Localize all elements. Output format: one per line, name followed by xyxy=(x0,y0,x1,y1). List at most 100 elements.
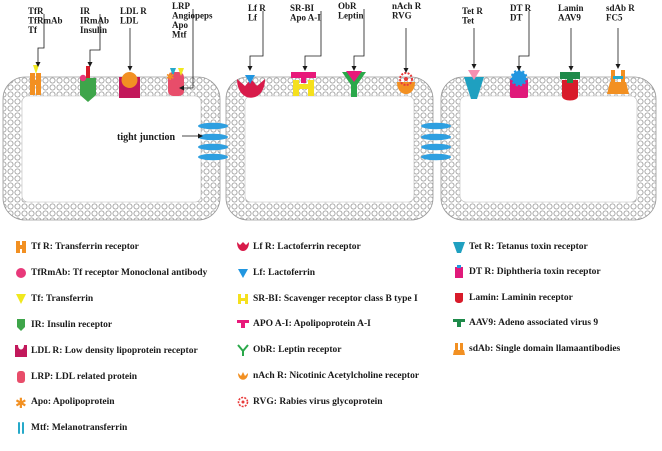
legend-entry: Mtf: Melanotransferrin xyxy=(31,423,128,434)
legend-entry: DT R: Diphtheria toxin receptor xyxy=(469,267,601,278)
receptor-label-line: nAch R xyxy=(392,1,422,11)
receptor-label-line: sdAb R xyxy=(606,3,635,13)
receptor-label-line: DT xyxy=(510,13,523,23)
legend-tetr-icon xyxy=(452,240,466,254)
legend-lrp-icon xyxy=(14,370,28,384)
receptor-tfr xyxy=(30,65,41,95)
legend-rvg-icon xyxy=(236,395,250,409)
legend-tri-icon xyxy=(14,292,28,306)
legend-entry: nAch R: Nicotinic Acetylcholine receptor xyxy=(253,371,420,381)
legend-srbi-icon xyxy=(236,292,250,306)
receptor-ldl xyxy=(119,72,140,98)
receptor-label-line: LDL R xyxy=(120,6,147,16)
receptor-label-line: RVG xyxy=(392,11,412,21)
bbb-diagram: tight junction ✱ xyxy=(2,1,657,221)
pointer-line xyxy=(37,14,45,66)
receptor-label-line: IRmAb xyxy=(80,16,109,26)
pointer-arrow xyxy=(351,66,357,71)
receptor-ir xyxy=(79,66,96,102)
pointer-arrow xyxy=(87,62,93,67)
receptor-label-line: Mtf xyxy=(172,30,187,40)
legend-entry: AAV9: Adeno associated virus 9 xyxy=(469,318,599,329)
receptor-label-line: Apo A-I xyxy=(290,13,321,23)
receptor-label-line: IR xyxy=(80,6,91,16)
cell-membranes xyxy=(2,76,657,221)
legend-entry: ObR: Leptin receptor xyxy=(253,345,342,356)
pointer-arrow xyxy=(179,85,184,91)
legend-obr-icon xyxy=(236,343,250,357)
pointer-arrow xyxy=(471,64,477,69)
receptor-label-dt: DT RDT xyxy=(510,3,532,71)
legend-entry: LRP: LDL related protein xyxy=(31,371,137,382)
legend-nach-icon xyxy=(236,369,250,383)
receptor-label-line: Lamin xyxy=(558,3,584,13)
pointer-arrow xyxy=(302,66,308,71)
legend-apoa-icon xyxy=(236,317,250,331)
legend-drop-icon xyxy=(236,266,250,280)
legend-ldl-icon xyxy=(14,344,28,358)
legend-dtr-icon xyxy=(452,265,466,279)
legend-entry: RVG: Rabies virus glycoprotein xyxy=(253,396,383,407)
receptor-label-line: Angiopeps xyxy=(172,11,213,21)
receptor-nach xyxy=(397,72,415,94)
receptor-label-line: TfR xyxy=(28,6,44,16)
receptor-sdab xyxy=(607,70,629,94)
legend-lamin-icon xyxy=(452,291,466,305)
receptor-label-line: Tet xyxy=(462,16,474,26)
receptor-label-line: Tet R xyxy=(462,6,483,16)
legend-mtf-icon xyxy=(14,421,28,435)
receptor-label-line: Insulin xyxy=(80,25,107,35)
legend-entry: Tf: Transferrin xyxy=(31,293,94,304)
legend-ir-icon xyxy=(14,318,28,332)
legend-tfr-icon xyxy=(14,240,28,254)
pointer-arrow xyxy=(403,68,409,73)
legend-entry: Lf R: Lactoferrin receptor xyxy=(253,242,361,252)
receptor-label-lf: Lf RLf xyxy=(247,3,266,71)
receptor-label-line: Lf R xyxy=(248,3,266,13)
receptor-tetr xyxy=(464,70,484,99)
pointer-arrow xyxy=(35,62,41,67)
svg-text:✱: ✱ xyxy=(166,72,174,83)
legend-entry: LDL R: Low density lipoprotein receptor xyxy=(31,345,198,356)
svg-text:✱: ✱ xyxy=(15,397,27,409)
legend-aav9-icon xyxy=(452,316,466,330)
receptor-lrp: ✱ xyxy=(166,68,184,96)
legend-entry: Lamin: Laminin receptor xyxy=(469,292,573,303)
receptor-label-line: DT R xyxy=(510,3,532,13)
legend-entry: Apo: Apolipoprotein xyxy=(31,397,115,408)
receptor-label-line: SR-BI xyxy=(290,3,315,13)
receptor-label-line: Leptin xyxy=(338,11,364,21)
pointer-arrow xyxy=(516,66,522,71)
receptor-lfr xyxy=(237,75,265,98)
pointer-arrow xyxy=(127,66,133,71)
receptor-label-line: LRP xyxy=(172,1,191,11)
legend-entry: Lf: Lactoferrin xyxy=(253,267,315,278)
receptor-srbi xyxy=(291,72,316,96)
legend-entry: Tet R: Tetanus toxin receptor xyxy=(469,242,588,252)
receptor-label-line: AAV9 xyxy=(558,13,581,23)
pointer-line xyxy=(518,11,530,70)
legend-sdab-icon xyxy=(452,342,466,356)
legend-entry: sdAb: Single domain llamaantibodies xyxy=(469,343,621,354)
legend-entry: SR-BI: Scavenger receptor class B type I xyxy=(253,293,418,304)
receptor-dtr xyxy=(510,69,528,98)
pointer-arrow xyxy=(247,66,253,71)
pointer-line xyxy=(353,9,365,70)
tight-junction-label: tight junction xyxy=(117,132,176,143)
pointer-line xyxy=(89,14,101,66)
legend-circle-icon xyxy=(14,266,28,280)
legend-star-icon: ✱ xyxy=(14,395,28,412)
legend-entry: APO A-I: Apolipoprotein A-I xyxy=(253,319,371,330)
receptor-label-line: LDL xyxy=(120,16,139,26)
pointer-arrow xyxy=(615,64,621,69)
legend-entry: Tf R: Transferrin receptor xyxy=(31,242,139,252)
receptor-label-line: Apo xyxy=(172,20,189,30)
